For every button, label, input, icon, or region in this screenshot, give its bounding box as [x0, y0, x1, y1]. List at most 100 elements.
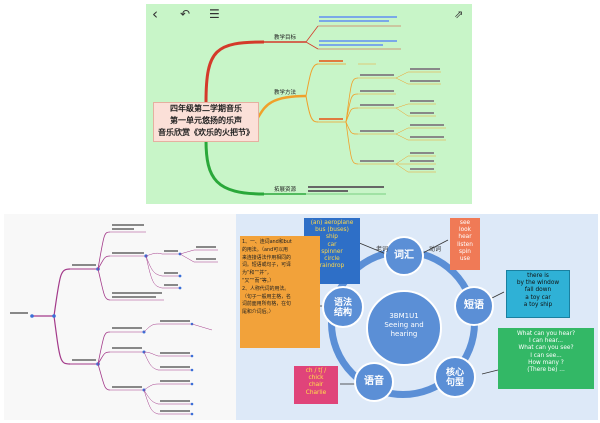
branch-methods[interactable]: 教学方法: [274, 90, 297, 96]
phonics-item: chick: [308, 375, 324, 382]
method-leaf-9: [410, 168, 434, 170]
goal-detail-2: [319, 38, 401, 48]
bottom-left-mindmap-lines: [30, 231, 218, 416]
phonics-item: chair: [308, 382, 324, 389]
method-sub-4: [360, 130, 394, 132]
bottom-left-mindmap-panel: [4, 214, 236, 420]
bl-root-node: [10, 312, 28, 314]
sentence-box: What can you hear? I can hear... What ca…: [498, 328, 594, 389]
method-leaf-2: [410, 80, 440, 82]
method-leaf-8: [410, 160, 434, 162]
bl-top-sub-2: [112, 252, 144, 254]
phrase-item: a toy car: [525, 294, 551, 301]
vocab-circle[interactable]: 词汇: [384, 236, 424, 276]
top-mindmap-panel: ‹ ↶ ☰ ⇗: [146, 4, 472, 204]
bl-top-sub-3b: [112, 296, 156, 298]
grammar-item: 2、人称代词的用法。: [242, 285, 290, 292]
chevron-left-icon[interactable]: ‹: [152, 5, 158, 23]
phrase-item: fall down: [524, 287, 552, 294]
center-title-line2: 第一单元悠扬的乐声: [170, 116, 242, 125]
top-mindmap-lines: [204, 25, 446, 196]
vocab-item: spinner: [321, 248, 343, 255]
bl-bottom-sub-3: [112, 386, 142, 388]
phonics-box: ch / tʃ / chick chair Charlie: [294, 366, 338, 404]
vocab-item: ship: [326, 234, 338, 241]
vocab-item: car: [327, 241, 337, 248]
grammar-line1: 语法: [333, 298, 352, 308]
method-leaf-3: [410, 100, 434, 102]
bl-bottom-leaf-5: [160, 400, 190, 402]
phonics-circle[interactable]: 语音: [354, 362, 394, 402]
verb-item: look: [458, 227, 472, 234]
grammar-circle[interactable]: 语法 结构: [322, 286, 364, 328]
center-topic[interactable]: 四年级第二学期音乐 第一单元悠扬的乐声 音乐欣赏《欢乐的火把节》: [153, 102, 259, 142]
bl-bottom-sub-1: [112, 327, 142, 329]
sentence-item: I can see...: [530, 352, 562, 359]
grammar-box: 1、一、连词and和but 的用法。（and可以用 来连接语法作用相同的 词。短…: [240, 236, 320, 348]
bl-bottom-leaf-4: [160, 380, 190, 382]
bl-top-sub-1: [112, 224, 144, 226]
method-leaf-1: [410, 68, 440, 70]
grammar-item: “又”“而”等。）: [242, 277, 275, 284]
verb-label: 动词: [429, 246, 442, 253]
center-circle-line1: 3BM1U1: [389, 312, 419, 320]
grammar-line2: 结构: [333, 308, 352, 318]
bl-leaf-5: [196, 258, 216, 260]
method-leaf-7: [410, 152, 434, 154]
core-sentence-circle[interactable]: 核心 句型: [434, 356, 476, 398]
verb-item: see: [459, 220, 471, 226]
phonics-item: Charlie: [305, 389, 327, 396]
verb-item: use: [459, 256, 471, 263]
goal-detail-1: [319, 14, 401, 25]
phrase-circle[interactable]: 短语: [454, 286, 494, 326]
core-line1: 核心: [445, 368, 464, 378]
method-node-1: [319, 60, 343, 62]
center-circle[interactable]: 3BM1U1 Seeing and hearing: [366, 290, 442, 366]
bl-branch-2: [72, 359, 96, 361]
method-leaf-6: [410, 136, 444, 138]
bottom-right-diagram-panel: 3BM1U1 Seeing and hearing 词汇 短语 核心 句型 语音…: [236, 214, 598, 420]
grammar-item: （句子一般用主格，名: [242, 293, 291, 300]
vocab-item: bus (buses): [315, 227, 349, 234]
center-circle-line2: Seeing and: [384, 321, 424, 329]
method-leaf-4: [410, 112, 434, 114]
grammar-item: 为“和”“并”，: [242, 270, 272, 277]
bl-top-sub-3: [112, 292, 162, 294]
branch-goals[interactable]: 教学目标: [274, 35, 297, 41]
method-sub-2: [360, 90, 394, 92]
verb-item: listen: [457, 241, 473, 248]
bl-bottom-leaf-3: [160, 366, 190, 368]
verb-item: hear: [458, 234, 472, 241]
bl-branch-1: [72, 264, 96, 266]
center-circle-line3: hearing: [390, 330, 418, 338]
sentence-item: What can you hear?: [516, 331, 576, 337]
bl-leaf-1: [164, 250, 178, 252]
share-icon[interactable]: ⇗: [454, 8, 464, 21]
resource-detail: [308, 184, 386, 194]
vocab-item: raindrop: [319, 263, 345, 270]
method-node-2: [319, 118, 343, 120]
vocab-item: circle: [324, 256, 340, 263]
method-leaf-5: [410, 124, 444, 126]
bl-bottom-sub-2: [112, 347, 142, 349]
bl-leaf-3: [164, 284, 178, 286]
undo-icon[interactable]: ↶: [180, 7, 191, 21]
bl-bottom-leaf-2: [160, 352, 190, 354]
sentence-item: How many ?: [528, 359, 564, 366]
branch-resources[interactable]: 拓展资源: [274, 187, 297, 193]
grammar-item: 来连接语法作用相同的: [242, 254, 291, 261]
grammar-item: 的用法。（and可以用: [242, 246, 288, 253]
method-sub-1: [360, 74, 394, 76]
verb-item: spin: [459, 248, 471, 255]
vocab-item: (an) aeroplane: [310, 220, 354, 226]
phrase-box: there is by the window fall down a toy c…: [506, 270, 570, 318]
bl-top-sub-1b: [112, 228, 134, 230]
bl-leaf-4: [196, 246, 216, 248]
method-sub-5: [360, 160, 394, 162]
sentence-item: What can you see?: [518, 345, 574, 352]
grammar-item: 1、一、连词and和but: [242, 239, 292, 245]
list-icon[interactable]: ☰: [209, 7, 220, 21]
bl-bottom-leaf-1: [160, 320, 190, 322]
grammar-item: 词前面用所有格，在句: [242, 301, 291, 308]
center-title-line1: 四年级第二学期音乐: [170, 104, 242, 113]
